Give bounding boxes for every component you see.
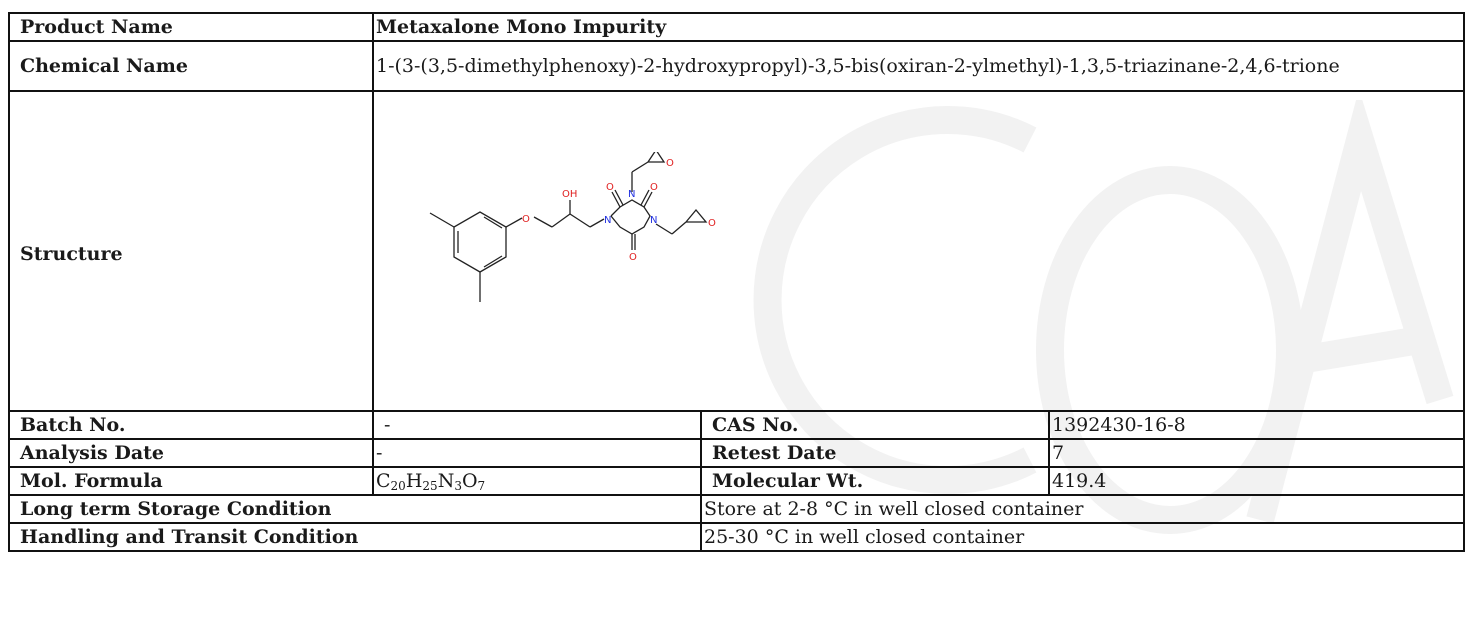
atom-label-epoxide-o-upper: O xyxy=(666,158,674,169)
handling-condition-label: Handling and Transit Condition xyxy=(8,522,702,552)
batch-no-label: Batch No. xyxy=(8,410,374,440)
structure-cell: O OH N N N O O O O O xyxy=(371,90,1466,412)
storage-condition-label: Long term Storage Condition xyxy=(8,494,702,524)
atom-label-n3: N xyxy=(628,189,635,200)
handling-condition-value: 25-30 °C in well closed container xyxy=(699,522,1466,552)
storage-condition-value: Store at 2-8 °C in well closed container xyxy=(699,494,1466,524)
analysis-date-value: - xyxy=(372,438,702,468)
coa-table: Product Name Metaxalone Mono Impurity Ch… xyxy=(8,12,1466,552)
analysis-row: Analysis Date - Retest Date 7 xyxy=(8,438,1466,468)
product-name-label: Product Name xyxy=(8,12,374,42)
atom-label-ether-o: O xyxy=(522,214,530,225)
atom-label-n5: N xyxy=(650,215,657,226)
structure-row: Structure xyxy=(8,90,1466,412)
atom-label-oh: OH xyxy=(562,189,577,200)
batch-no-value: - xyxy=(372,410,702,440)
mol-formula-label: Mol. Formula xyxy=(8,466,374,496)
formula-row: Mol. Formula C20H25N3O7 Molecular Wt. 41… xyxy=(8,466,1466,496)
methyl-bond-top xyxy=(429,212,455,228)
structure-label: Structure xyxy=(20,243,123,265)
batch-row: Batch No. - CAS No. 1392430-16-8 xyxy=(8,410,1466,440)
epoxide-ring-right xyxy=(685,208,708,223)
product-name-row: Product Name Metaxalone Mono Impurity xyxy=(8,12,1466,42)
product-name-value: Metaxalone Mono Impurity xyxy=(371,12,1466,42)
chemical-name-row: Chemical Name 1-(3-(3,5-dimethylphenoxy)… xyxy=(8,40,1466,92)
benzene-ring xyxy=(453,211,507,273)
molecular-wt-label: Molecular Wt. xyxy=(700,466,1050,496)
atom-label-carbonyl-o-right: O xyxy=(650,182,658,193)
atom-labels: O OH N N N O O O O O xyxy=(522,158,716,263)
atom-label-n1: N xyxy=(604,215,611,226)
chemical-structure-drawing: O OH N N N O O O O O xyxy=(429,152,716,302)
mol-formula-value: C20H25N3O7 xyxy=(372,466,702,496)
analysis-date-label: Analysis Date xyxy=(8,438,374,468)
cas-no-value: 1392430-16-8 xyxy=(1047,410,1466,440)
storage-row: Long term Storage Condition Store at 2-8… xyxy=(8,494,1466,524)
chemical-name-value: 1-(3-(3,5-dimethylphenoxy)-2-hydroxyprop… xyxy=(371,40,1466,92)
triazinane-ring xyxy=(610,199,651,235)
molecular-wt-value: 419.4 xyxy=(1047,466,1466,496)
atom-label-carbonyl-o-left: O xyxy=(606,182,614,193)
retest-date-value: 7 xyxy=(1047,438,1466,468)
cas-no-label: CAS No. xyxy=(700,410,1050,440)
atom-label-carbonyl-o-bottom: O xyxy=(629,252,637,263)
epoxide-ring-upper xyxy=(647,152,666,163)
handling-row: Handling and Transit Condition 25-30 °C … xyxy=(8,522,1466,552)
retest-date-label: Retest Date xyxy=(700,438,1050,468)
atom-label-epoxide-o-right: O xyxy=(708,218,716,229)
chemical-name-label: Chemical Name xyxy=(8,40,374,92)
